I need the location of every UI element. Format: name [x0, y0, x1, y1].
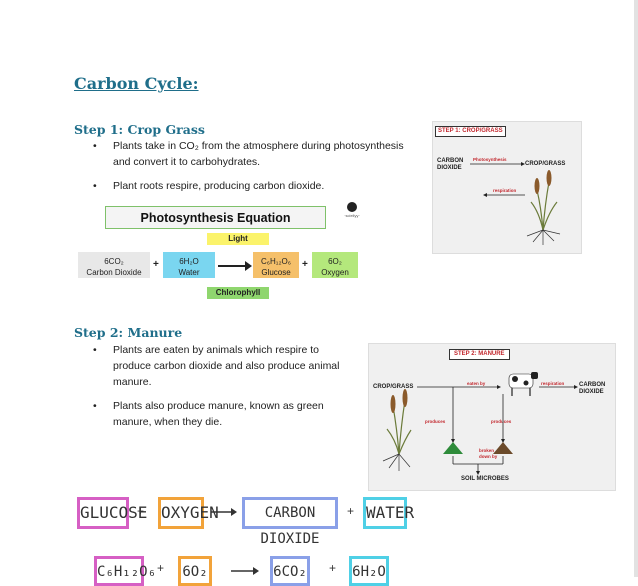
formula-water: 6H₂O	[349, 556, 389, 586]
term-carbon-dioxide: 6CO₂ Carbon Dioxide	[78, 252, 150, 278]
bullet-dot: •	[93, 180, 97, 192]
step2-heading: Step 2: Manure	[74, 325, 183, 340]
fig1-photosynthesis: Photosynthesis	[473, 157, 507, 162]
term-name: Water	[178, 268, 200, 277]
fig1-crop-grass: CROP/GRASS	[525, 161, 566, 167]
term-name: Carbon Dioxide	[86, 268, 142, 277]
fig1-label: STEP 1: CROP/GRASS	[435, 126, 506, 137]
bullet-text: Plants also produce manure, known as gre…	[113, 400, 324, 428]
term-formula: C₆H₁₂O₆	[260, 257, 292, 266]
fig1-arrows-and-plant	[470, 162, 561, 245]
term-formula: 6O₂	[328, 257, 342, 266]
fig2-crop-grass: CROP/GRASS	[373, 384, 414, 390]
word-oxygen: OXYGEN	[158, 497, 219, 529]
yields-arrow	[218, 261, 252, 271]
plus-sign: +	[302, 259, 308, 270]
bullet-text: Plant roots respire, producing carbon di…	[113, 180, 325, 192]
fig2-produces-left: produces	[425, 419, 446, 424]
formula-carbon-dioxide: 6CO₂	[270, 556, 310, 586]
fig2-soil-microbes: SOIL MICROBES	[461, 476, 509, 482]
plus-sign: +	[347, 504, 355, 518]
equation-title: Photosynthesis Equation	[105, 206, 326, 229]
bullet-dot: •	[93, 400, 97, 412]
fig1-respiration: respiration	[493, 188, 517, 193]
term-name: Glucose	[261, 268, 291, 277]
plus-sign: +	[153, 259, 159, 270]
term-formula: 6H₂O	[179, 257, 199, 266]
fig2-arrows-and-icons	[382, 372, 578, 475]
page-title: Carbon Cycle:	[74, 74, 199, 93]
page-edge	[634, 0, 638, 577]
fig2-respiration: respiration	[541, 381, 565, 386]
graduate-logo: ·sciellyy·	[338, 202, 366, 224]
formula-glucose: C₆H₁₂O₆	[94, 556, 156, 586]
word-water: WATER	[363, 497, 414, 529]
fig2-label: STEP 2: MANURE	[449, 349, 510, 360]
plus-sign: +	[137, 504, 145, 518]
bullet-text: Plants are eaten by animals which respir…	[113, 344, 340, 388]
formula-oxygen: 6O₂	[178, 556, 212, 586]
yields-arrow	[211, 508, 237, 516]
bullet-dot: •	[93, 140, 97, 152]
yields-arrow	[231, 567, 259, 575]
step1-heading: Step 1: Crop Grass	[74, 122, 205, 137]
bullet-dot: •	[93, 344, 97, 356]
chlorophyll-label: Chlorophyll	[207, 287, 269, 299]
word-glucose: GLUCOSE	[77, 497, 147, 529]
plus-sign: +	[157, 561, 165, 575]
term-oxygen: 6O₂ Oxygen	[312, 252, 358, 278]
plus-sign: +	[329, 561, 337, 575]
fig2-produces-right: produces	[491, 419, 512, 424]
step2-figure: STEP 2: MANURE CROP/GRASS eaten by respi…	[368, 343, 616, 491]
word-carbon-dioxide: CARBON DIOXIDE	[242, 497, 338, 547]
fig2-eaten-by: eaten by	[467, 381, 486, 386]
light-label: Light	[207, 233, 269, 245]
bullet-text: Plants take in CO₂ from the atmosphere d…	[113, 140, 404, 168]
term-name: Oxygen	[321, 268, 349, 277]
term-formula: 6CO₂	[104, 257, 124, 266]
term-glucose: C₆H₁₂O₆ Glucose	[253, 252, 299, 278]
term-water: 6H₂O Water	[163, 252, 215, 278]
